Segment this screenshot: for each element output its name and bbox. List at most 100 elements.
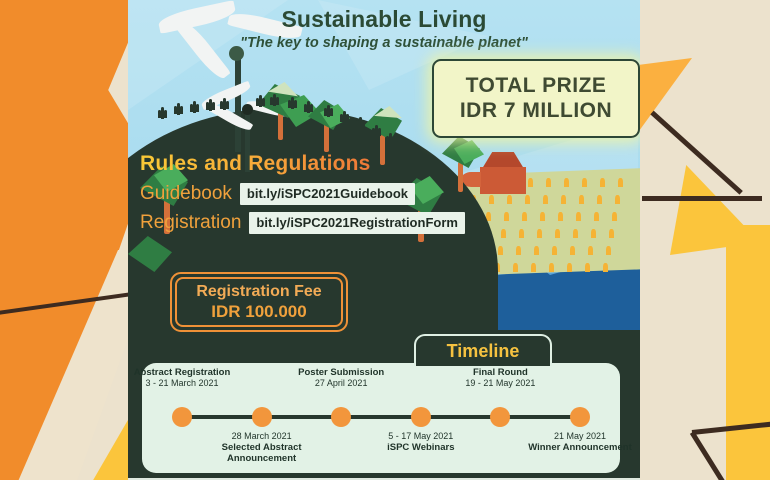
grass-blade [276, 97, 279, 105]
grass-blade [310, 104, 313, 112]
grass-blade [372, 128, 375, 136]
crop-plant [582, 178, 587, 187]
grass-blade [180, 106, 183, 114]
crop-plant [600, 178, 605, 187]
grass-blade [375, 125, 378, 137]
crop-plant [555, 229, 560, 238]
fee-label: Registration Fee [196, 282, 322, 300]
right-decoration-panel [622, 0, 770, 480]
grass-blade [307, 101, 310, 113]
timeline-dot [172, 407, 192, 427]
poster-tagline: "The key to shaping a sustainable planet… [240, 35, 528, 51]
crop-plant [531, 263, 536, 272]
registration-label: Registration [140, 212, 242, 233]
grass-blade [340, 114, 343, 122]
milestone-event: Abstract Registration [133, 367, 231, 378]
crop-plant [615, 195, 620, 204]
rules-row-guidebook: Guidebook bit.ly/iSPC2021Guidebook [140, 183, 465, 205]
grass-blade [359, 117, 362, 129]
bottom-strip [128, 474, 640, 480]
horizontal-line [642, 196, 762, 201]
crop-plant [576, 212, 581, 221]
wind-turbine-tower [235, 52, 241, 152]
bottom-divider [128, 478, 640, 480]
registration-fee-box: Registration Fee IDR 100.000 [170, 272, 348, 332]
crop-plant [507, 195, 512, 204]
grass-blade [273, 94, 276, 106]
crop-plant [489, 195, 494, 204]
grass-blade [223, 98, 226, 110]
grass-blade [196, 104, 199, 112]
crop-plant [606, 246, 611, 255]
poster-header: Sustainable Living "The key to shaping a… [128, 6, 640, 51]
milestone-event: Winner Announcement [528, 442, 632, 454]
milestone-date: 21 May 2021 [553, 431, 607, 441]
milestone-event: iSPC Webinars [387, 442, 455, 454]
crop-plant [579, 195, 584, 204]
timeline-dot [251, 407, 272, 427]
crop-plant [567, 263, 572, 272]
landscape-illustration [128, 0, 640, 330]
grass-blade [220, 101, 223, 109]
grass-blade [226, 101, 229, 109]
milestone-date: 3 - 21 March 2021 [145, 378, 219, 389]
grass-blade [209, 99, 212, 111]
timeline-tab-label: Timeline [446, 340, 520, 361]
crop-plant [516, 246, 521, 255]
total-prize-box: TOTAL PRIZE IDR 7 MILLION [432, 59, 640, 138]
grass-blade [206, 102, 209, 110]
milestone-date: 5 - 17 May 2021 [388, 431, 454, 441]
grass-blade [346, 114, 349, 122]
crop-plant [498, 246, 503, 255]
crop-plant [543, 195, 548, 204]
grass-blade [164, 110, 167, 118]
crop-plant [534, 246, 539, 255]
grass-blade [294, 100, 297, 108]
crop-plant [513, 263, 518, 272]
milestone-event: Poster Submission [298, 367, 385, 378]
wind-turbine-tower-2 [245, 110, 250, 172]
left-decoration-panel [0, 0, 140, 480]
tree-trunk [324, 124, 329, 152]
grass-blade [327, 105, 330, 117]
milestone-event: Final Round [472, 367, 528, 378]
grass-blade [193, 101, 196, 113]
crop-plant [519, 229, 524, 238]
grass-blade [356, 120, 359, 128]
grass-blade [190, 104, 193, 112]
barn-silo [461, 172, 481, 187]
grass-blade [158, 110, 161, 118]
grass-blade [212, 102, 215, 110]
crop-plant [552, 246, 557, 255]
crop-plant [594, 212, 599, 221]
barn-roof [482, 152, 524, 168]
grass-blade [161, 107, 164, 119]
guidebook-label: Guidebook [140, 183, 232, 204]
rules-section: Rules and Regulations Guidebook bit.ly/i… [140, 152, 465, 234]
prize-label: TOTAL PRIZE [465, 74, 607, 97]
timeline-axis [182, 415, 580, 419]
crop-plant [522, 212, 527, 221]
grass-blade [291, 97, 294, 109]
rules-row-registration: Registration bit.ly/iSPC2021Registration… [140, 212, 465, 234]
guidebook-link[interactable]: bit.ly/iSPC2021Guidebook [239, 183, 416, 205]
grass-blade [177, 103, 180, 115]
grass-blade [174, 106, 177, 114]
crop-plant [588, 246, 593, 255]
crop-plant [612, 212, 617, 221]
grass-blade [389, 133, 392, 145]
crop-plant [570, 246, 575, 255]
grass-blade [324, 108, 327, 116]
timeline-dot [490, 407, 511, 427]
registration-link[interactable]: bit.ly/iSPC2021RegistrationForm [249, 212, 465, 234]
barn-body [480, 167, 526, 194]
grass-blade [343, 111, 346, 123]
prize-amount: IDR 7 MILLION [459, 99, 613, 122]
grass-blade [259, 95, 262, 107]
fee-inner-frame: Registration Fee IDR 100.000 [175, 277, 343, 327]
